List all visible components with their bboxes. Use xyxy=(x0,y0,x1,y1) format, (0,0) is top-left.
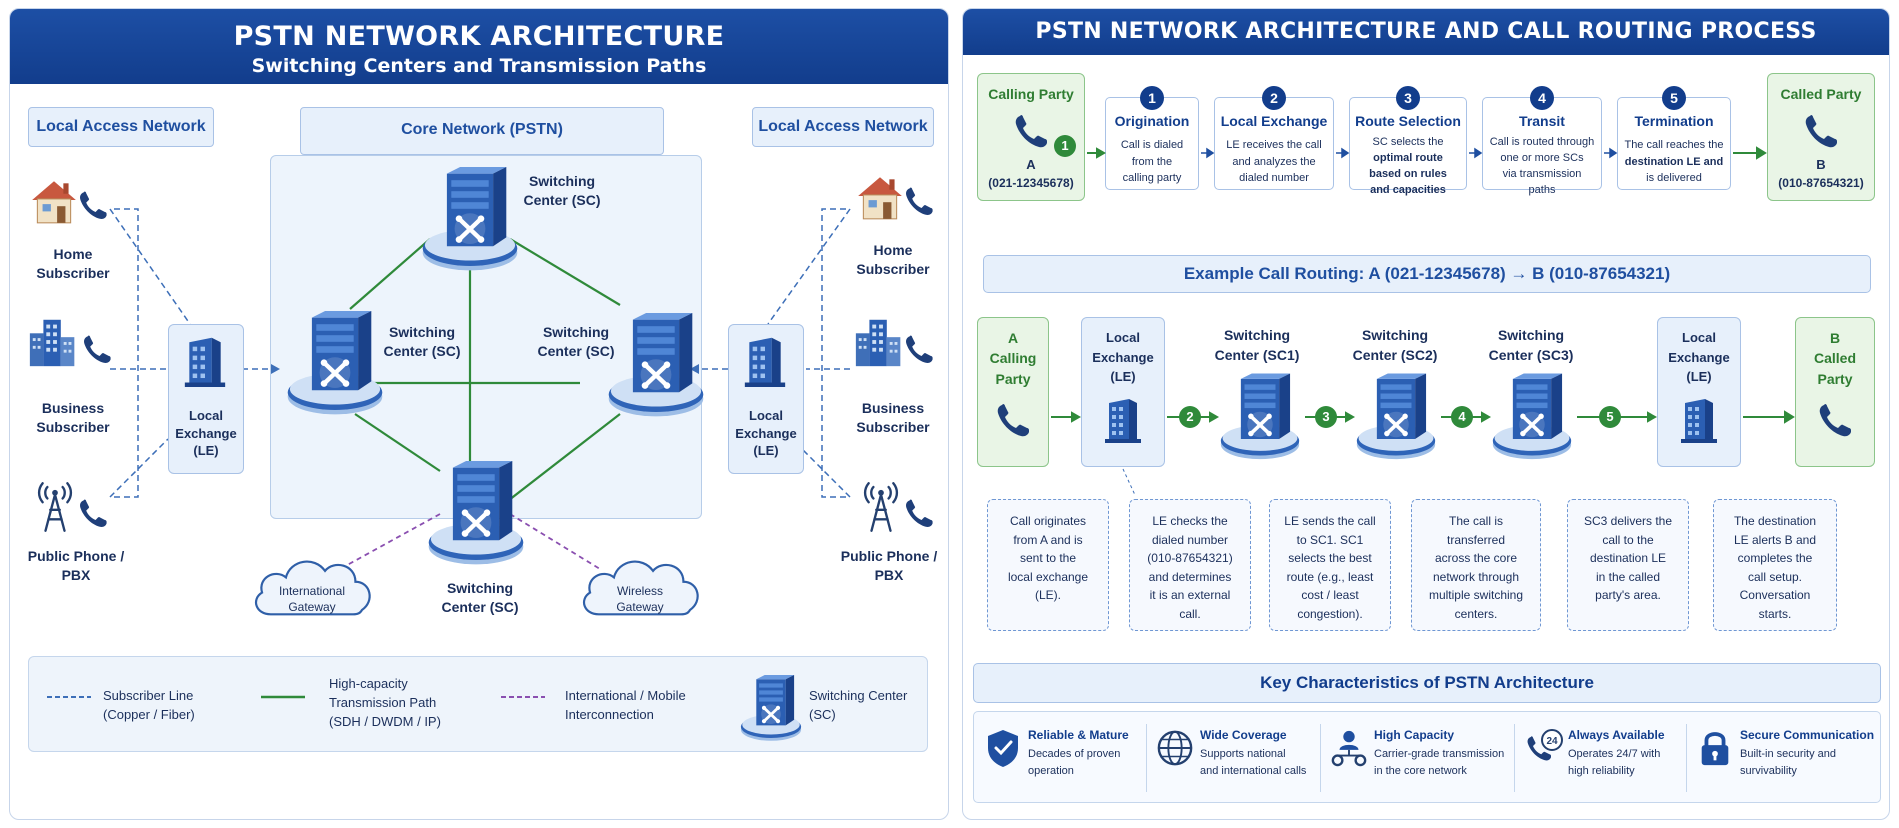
network-people-icon xyxy=(1331,730,1367,767)
house-icon xyxy=(28,177,80,225)
phone-icon xyxy=(76,189,110,223)
transmission-paths xyxy=(349,238,621,508)
subscriber-line-legend-swatch xyxy=(47,696,91,698)
calling-party-name: A xyxy=(1026,157,1036,172)
radio-tower-icon xyxy=(862,481,900,533)
right-call-routing-panel: PSTN NETWORK ARCHITECTURE AND CALL ROUTI… xyxy=(962,8,1890,820)
calling-party-number: (021-12345678) xyxy=(988,176,1074,190)
core-network-label: Core Network (PSTN) xyxy=(300,107,664,155)
local-access-network-right-label: Local Access Network xyxy=(752,107,934,147)
house-icon xyxy=(854,173,906,221)
public-phone-right-label: Public Phone /PBX xyxy=(840,548,938,583)
legend-switching-center: Switching Center(SC) xyxy=(809,688,908,722)
right-title: PSTN NETWORK ARCHITECTURE AND CALL ROUTI… xyxy=(1035,19,1817,44)
right-banner: PSTN NETWORK ARCHITECTURE AND CALL ROUTI… xyxy=(963,9,1889,55)
shield-icon xyxy=(988,730,1018,767)
route-step-4-badge: 4 xyxy=(1451,406,1473,428)
legend-subscriber-line: Subscriber Line(Copper / Fiber) xyxy=(103,688,195,722)
subscriber-lines xyxy=(109,208,851,498)
phone-icon xyxy=(902,185,936,219)
process-arrows xyxy=(1087,146,1767,160)
key-characteristics-title: Key Characteristics of PSTN Architecture xyxy=(973,663,1881,703)
called-party-number: (010-87654321) xyxy=(1778,176,1864,190)
key-security: Secure Communication Built-in security a… xyxy=(1692,722,1876,794)
route-step-5-badge: 5 xyxy=(1599,406,1621,428)
called-party-box: Called Party B (010-87654321) xyxy=(1767,73,1875,201)
key-capacity: High Capacity Carrier-grade transmission… xyxy=(1326,722,1506,794)
phone-icon xyxy=(76,497,110,531)
called-party-title: Called Party xyxy=(1780,86,1862,102)
24-7-phone-icon: 24 xyxy=(1527,729,1563,761)
interconnection-legend-swatch xyxy=(501,696,545,698)
building-icon xyxy=(182,331,228,387)
building-icon xyxy=(742,331,788,387)
public-phone-left-label: Public Phone /PBX xyxy=(27,548,125,583)
left-architecture-panel: PSTN NETWORK ARCHITECTURE Switching Cent… xyxy=(9,8,949,820)
network-links xyxy=(109,208,851,570)
route-step-2-badge: 2 xyxy=(1179,406,1201,428)
local-access-network-left-label: Local Access Network xyxy=(28,107,214,147)
transmission-path-legend-swatch xyxy=(261,695,305,699)
lock-icon xyxy=(1701,732,1729,766)
calling-party-title: Calling Party xyxy=(988,86,1074,102)
route-step-3-badge: 3 xyxy=(1315,406,1337,428)
phone-icon xyxy=(902,497,936,531)
radio-tower-icon xyxy=(36,481,74,533)
phone-icon xyxy=(902,333,936,367)
switching-center-icon-bottom xyxy=(426,461,526,571)
left-title: PSTN NETWORK ARCHITECTURE xyxy=(233,21,725,52)
legend: Subscriber Line(Copper / Fiber) High-cap… xyxy=(28,656,928,752)
route-arrows xyxy=(1051,410,1795,496)
phone-icon xyxy=(80,333,114,367)
switching-center-legend-icon xyxy=(739,675,803,745)
called-party-name: B xyxy=(1816,157,1826,172)
route-step-1-badge: 1 xyxy=(1054,135,1076,157)
interconnect-links xyxy=(339,513,601,570)
24-7-label: 24 xyxy=(1546,736,1558,747)
globe-icon xyxy=(1157,730,1193,766)
left-banner: PSTN NETWORK ARCHITECTURE Switching Cent… xyxy=(10,9,948,84)
business-building-icon xyxy=(26,315,84,369)
example-routing-title: Example Call Routing: A (021-12345678) →… xyxy=(983,255,1871,293)
left-subtitle: Switching Centers and Transmission Paths xyxy=(251,55,707,77)
